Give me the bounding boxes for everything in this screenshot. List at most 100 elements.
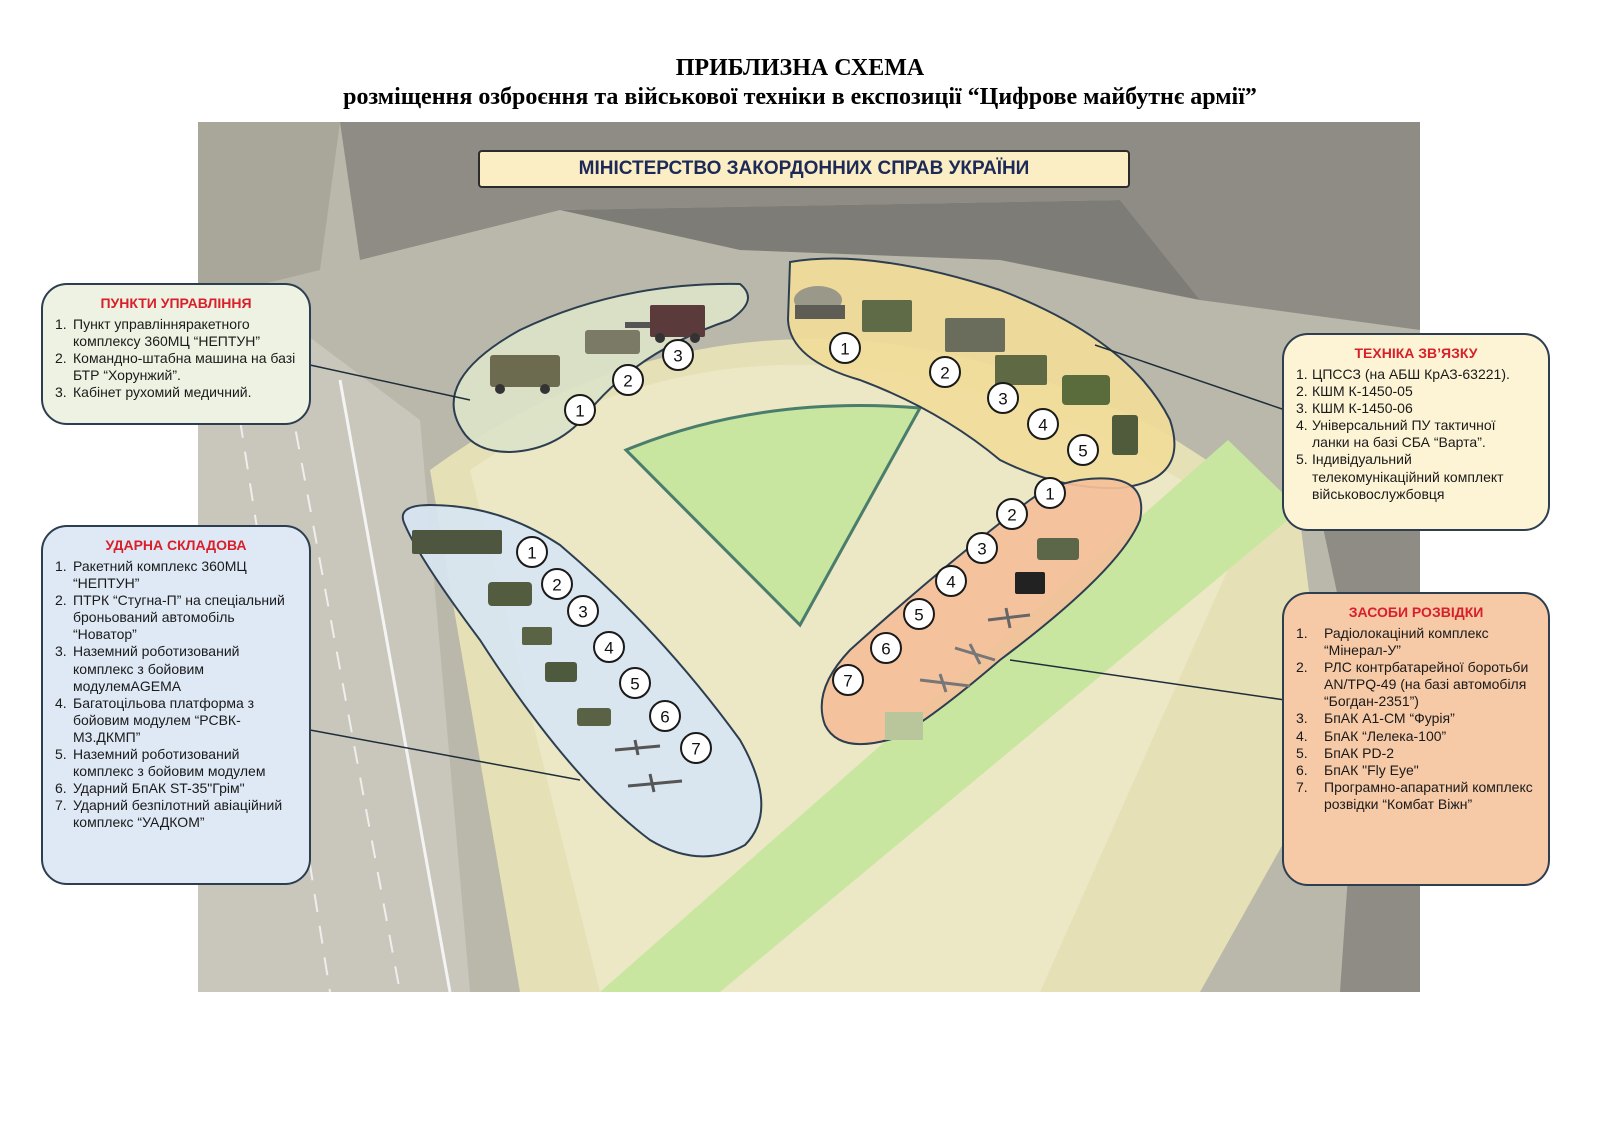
legend-item-text: Багатоцільова платформа з бойовим модуле… [73, 694, 255, 745]
marker-number: 5 [1078, 442, 1087, 461]
marker-strike-1: 1 [516, 536, 548, 568]
page-title: ПРИБЛИЗНА СХЕМА [675, 55, 925, 81]
legend-item-number: 5. [1296, 744, 1308, 761]
marker-recon-7: 7 [832, 664, 864, 696]
legend-item-number: 6. [55, 780, 67, 797]
legend-command-item: 2.Командно-штабна машина на базі БТР “Хо… [55, 350, 297, 384]
legend-item-text: КШМ К-1450-06 [1312, 400, 1413, 417]
marker-strike-6: 6 [649, 700, 681, 732]
legend-item-text: ЦПССЗ (на АБШ КрАЗ-63221). [1312, 366, 1510, 383]
vehicle-icons [412, 286, 1138, 793]
marker-circle [619, 667, 651, 699]
legend-recon-item: 7.Програмно-апаратний комплекс розвідки … [1296, 779, 1536, 813]
legend-item-text: Індивідуальний телекомунікаційний компле… [1312, 451, 1504, 502]
legend-strike-title: УДАРНА СКЛАДОВА [105, 537, 247, 553]
marker-number: 3 [998, 390, 1007, 409]
marker-command-3: 3 [662, 339, 694, 371]
legend-strike-item: 6. Ударний БпАК ST-35"Грім" [55, 780, 297, 797]
marker-number: 2 [940, 364, 949, 383]
marker-comm-3: 3 [987, 382, 1019, 414]
marker-circle [903, 598, 935, 630]
lawn-central [623, 404, 923, 628]
marker-strike-4: 4 [593, 631, 625, 663]
legend-item-number: 5. [55, 745, 67, 762]
legend-reconnaissance-list: 1.Радіолокаціний комплекс “Мінерал-У”2. Р… [1296, 625, 1536, 813]
legend-item-number: 2. [55, 350, 67, 367]
legend-item-number: 1. [55, 316, 67, 333]
marker-circle [649, 700, 681, 732]
marker-number: 3 [673, 347, 682, 366]
legend-item-text: ПТРК “Стугна-П” на спеціальний броньован… [73, 592, 285, 643]
legend-item-text: Наземний роботизований комплекс з бойови… [73, 643, 240, 694]
marker-comm-4: 4 [1027, 408, 1059, 440]
legend-communication-list: 1.ЦПССЗ (на АБШ КрАЗ-63221).2.КШМ К-1450… [1296, 366, 1536, 503]
marker-circle [541, 568, 573, 600]
legend-command-list: 1.Пункт управлінняракетного комплексу 36… [55, 316, 297, 401]
leader-line-comm [1094, 344, 1286, 411]
marker-circle [987, 382, 1019, 414]
legend-communication-title: ТЕХНІКА ЗВ’ЯЗКУ [1354, 345, 1478, 361]
building-shadow [560, 200, 1200, 300]
legend-item-text: Ударний БпАК ST-35"Грім" [73, 780, 245, 797]
legend-comm-item: 3.КШМ К-1450-06 [1296, 400, 1536, 417]
marker-number: 1 [575, 402, 584, 421]
legend-item-number: 5. [1296, 451, 1308, 468]
legend-strike-item: 2. ПТРК “Стугна-П” на спеціальний броньов… [55, 592, 297, 643]
legend-item-number: 2. [55, 592, 67, 609]
legend-item-text: Універсальний ПУ тактичної ланки на базі… [1312, 417, 1496, 451]
legend-recon-item: 6.БпАК "Fly Eye" [1296, 762, 1536, 779]
legend-item-number: 3. [55, 384, 67, 401]
marker-strike-7: 7 [680, 732, 712, 764]
marker-circle [567, 595, 599, 627]
marker-strike-2: 2 [541, 568, 573, 600]
marker-comm-1: 1 [829, 332, 861, 364]
legend-item-number: 6. [1296, 761, 1308, 778]
legend-item-text: БпАК “Лелека-100” [1324, 727, 1447, 744]
legend-item-number: 4. [1296, 727, 1308, 744]
legend-item-text: Кабінет рухомий медичний. [73, 384, 252, 401]
legend-item-text: БпАК PD-2 [1324, 744, 1395, 761]
marker-strike-5: 5 [619, 667, 651, 699]
marker-circle [929, 356, 961, 388]
page-subtitle: розміщення озброєння та військової техні… [343, 84, 1257, 110]
legend-comm-item: 4.Універсальний ПУ тактичної ланки на ба… [1296, 417, 1536, 451]
marker-command-2: 2 [612, 364, 644, 396]
legend-recon-item: 2. РЛС контрбатарейної боротьби AN/TPQ-49… [1296, 659, 1536, 710]
marker-comm-2: 2 [929, 356, 961, 388]
legend-item-number: 2. [1296, 659, 1308, 676]
legend-comm-item: 1.ЦПССЗ (на АБШ КрАЗ-63221). [1296, 366, 1536, 383]
legend-item-text: РЛС контрбатарейної боротьби AN/TPQ-49 (… [1324, 659, 1529, 710]
legend-strike-item: 4. Багатоцільова платформа з бойовим моду… [55, 695, 297, 746]
legend-reconnaissance-title: ЗАСОБИ РОЗВІДКИ [1348, 604, 1484, 620]
legend-item-text: Програмно-апаратний комплекс розвідки “К… [1324, 778, 1533, 812]
marker-number: 3 [578, 603, 587, 622]
lawn-strip [600, 440, 1300, 992]
marker-circle [996, 498, 1028, 530]
marker-number: 1 [840, 340, 849, 359]
marker-strike-3: 3 [567, 595, 599, 627]
marker-number: 1 [1045, 485, 1054, 504]
marker-number: 3 [977, 540, 986, 559]
legend-item-text: Ударний безпілотний авіаційний комплекс … [73, 797, 283, 831]
marker-circle [516, 536, 548, 568]
ministry-building-label: МІНІСТЕРСТВО ЗАКОРДОННИХ СПРАВ УКРАЇНИ [478, 150, 1130, 188]
marker-circle [832, 664, 864, 696]
legend-communication: ТЕХНІКА ЗВ’ЯЗКУ 1.ЦПССЗ (на АБШ КрАЗ-632… [1282, 333, 1550, 531]
leader-line-strike [309, 729, 581, 781]
markers-command: 1 2 3 [564, 339, 694, 426]
legend-item-number: 3. [55, 643, 67, 660]
marker-recon-6: 6 [870, 632, 902, 664]
marker-circle [935, 565, 967, 597]
legend-strike-item: 7.Ударний безпілотний авіаційний комплек… [55, 797, 297, 831]
marker-recon-3: 3 [966, 532, 998, 564]
marker-recon-1: 1 [1034, 477, 1066, 509]
marker-number: 6 [881, 640, 890, 659]
marker-circle [870, 632, 902, 664]
legend-recon-item: 1.Радіолокаціний комплекс “Мінерал-У” [1296, 625, 1536, 659]
marker-number: 4 [604, 639, 613, 658]
legend-item-text: КШМ К-1450-05 [1312, 383, 1413, 400]
legend-strike-item: 3. Наземний роботизований комплекс з бойо… [55, 643, 297, 694]
legend-item-number: 4. [55, 694, 67, 711]
marker-recon-4: 4 [935, 565, 967, 597]
